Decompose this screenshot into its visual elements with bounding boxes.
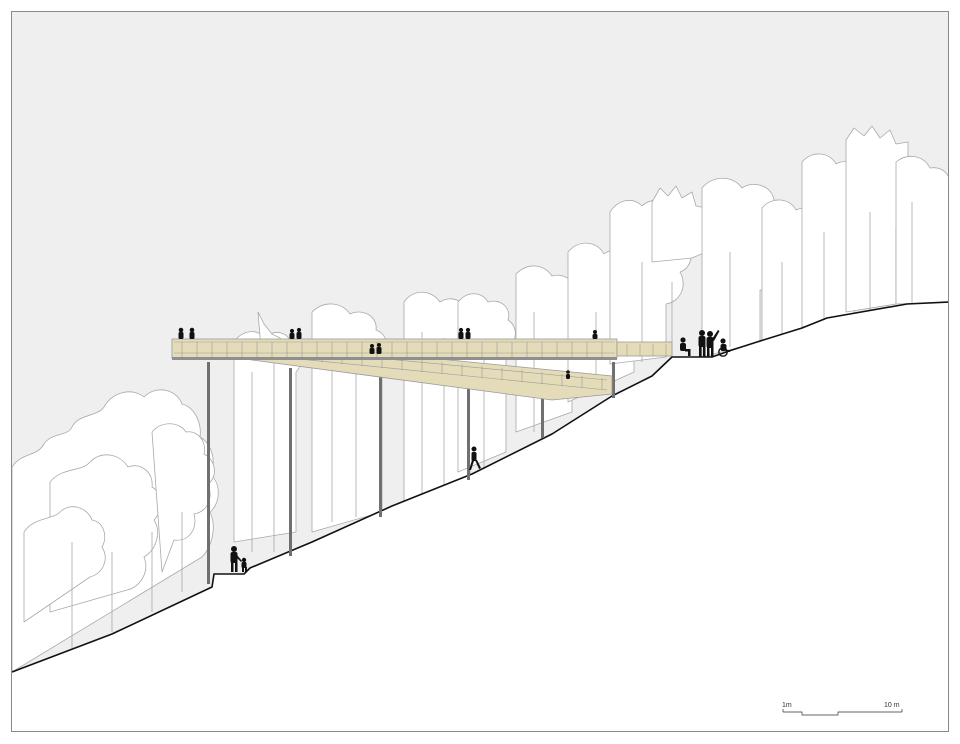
human-figures <box>178 327 730 572</box>
child-figure <box>241 557 247 572</box>
ground-section <box>12 302 948 731</box>
person-figure <box>465 327 471 339</box>
person-figure <box>458 327 464 339</box>
person-figure <box>592 330 598 339</box>
support-column-2 <box>289 368 292 556</box>
walkway-upper-balusters <box>181 342 603 357</box>
walkway-bridge-to-hillside <box>616 341 673 357</box>
support-column-6 <box>612 362 615 398</box>
walkway-bridge-balusters <box>626 344 667 356</box>
section-drawing-frame: 1m 10 m <box>11 11 949 732</box>
tree-canopy-mid-3 <box>311 303 388 533</box>
tree-canopy-left-4 <box>151 423 215 573</box>
person-figure <box>369 344 375 354</box>
adult-figure <box>230 546 242 572</box>
person-figure <box>376 343 382 354</box>
support-column-5 <box>541 394 544 438</box>
support-column-1 <box>207 362 210 584</box>
tree-canopy-mid-1 <box>233 331 302 543</box>
walkway-deck-edge <box>172 357 617 360</box>
person-figure <box>296 327 302 339</box>
person-figure <box>566 370 570 379</box>
person-figure <box>178 327 184 339</box>
treetop-walkway <box>171 338 673 401</box>
scale-bar: 1m 10 m <box>782 702 903 716</box>
person-figure <box>698 330 706 357</box>
support-column-4 <box>467 384 470 480</box>
support-column-3 <box>379 376 382 517</box>
person-pointing-figure <box>706 330 720 357</box>
tree-canopy-left-3 <box>23 506 106 623</box>
walkway-upper-railing <box>174 341 615 354</box>
terrain-profile-line <box>12 301 948 673</box>
scale-bar-end-label: 10 m <box>884 702 900 709</box>
support-columns <box>207 362 615 584</box>
person-figure <box>189 327 195 339</box>
hiker-figure <box>469 446 481 470</box>
scale-bar-start-label: 1m <box>782 702 792 709</box>
wheelchair-user-figure <box>718 338 730 357</box>
scale-bar-line <box>782 709 903 716</box>
section-drawing: 1m 10 m <box>12 12 948 731</box>
tree-canopy-right-8 <box>895 155 948 305</box>
person-figure <box>289 328 295 339</box>
person-sitting-figure <box>680 337 691 356</box>
